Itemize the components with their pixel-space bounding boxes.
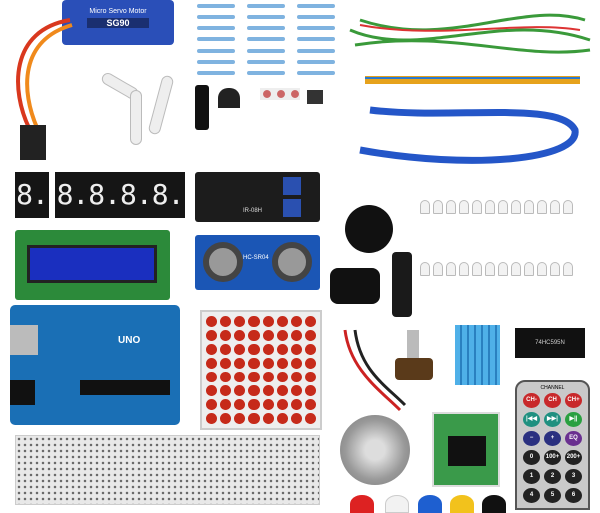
remote-button-ch-minus[interactable]: CH- — [523, 393, 540, 408]
ir-receiver — [307, 90, 323, 104]
remote-button-6[interactable]: 6 — [565, 488, 582, 503]
remote-button-100[interactable]: 100+ — [544, 450, 561, 465]
dc-plug — [392, 252, 412, 317]
button-cap-black — [482, 495, 506, 513]
remote-button-minus[interactable]: − — [523, 431, 540, 446]
potentiometer — [395, 330, 433, 390]
dht11-sensor — [455, 325, 500, 385]
remote-button-ch-plus[interactable]: CH+ — [565, 393, 582, 408]
remote-button-plus[interactable]: + — [544, 431, 561, 446]
photoresistors — [260, 88, 300, 100]
seven-segment-quad: 8.8.8.8. — [55, 172, 185, 218]
transistor — [218, 88, 240, 108]
leds — [420, 200, 585, 300]
battery-clip — [330, 268, 380, 304]
capacitor — [195, 85, 209, 130]
stepper-motor — [340, 415, 410, 485]
remote-button-5[interactable]: 5 — [544, 488, 561, 503]
remote-button-3[interactable]: 3 — [565, 469, 582, 484]
remote-button-next[interactable]: ▶▶| — [544, 412, 561, 427]
breadboard — [15, 435, 320, 505]
ir-module-label: IR-08H — [243, 208, 263, 214]
servo-brand: Micro Servo Motor — [89, 8, 147, 15]
button-cap-yellow — [450, 495, 474, 513]
servo-horns — [95, 70, 180, 145]
stepper-driver-board — [432, 412, 500, 487]
led-matrix — [200, 310, 322, 430]
servo-model: SG90 — [87, 18, 149, 28]
resistors — [197, 4, 337, 76]
remote-button-4[interactable]: 4 — [523, 488, 540, 503]
button-cap-white — [385, 495, 409, 513]
arduino-uno: UNO — [10, 305, 180, 425]
ultrasonic-sensor: HC-SR04 — [195, 235, 320, 290]
ultrasonic-label: HC-SR04 — [243, 255, 269, 261]
lcd-display — [15, 230, 170, 300]
remote-button-0[interactable]: 0 — [523, 450, 540, 465]
seven-segment-single: 8. — [15, 172, 49, 218]
ir-remote: CHANNEL CH- CH CH+ |◀◀ ▶▶| ▶|| −+ EQ 0 100+ 200… — [515, 380, 590, 510]
remote-button-2[interactable]: 2 — [544, 469, 561, 484]
remote-button-prev[interactable]: |◀◀ — [523, 412, 540, 427]
ir-sensor-module: IR-08H — [195, 172, 320, 222]
servo-connector — [20, 125, 46, 160]
button-cap-red — [350, 495, 374, 513]
remote-button-200[interactable]: 200+ — [565, 450, 582, 465]
remote-button-1[interactable]: 1 — [523, 469, 540, 484]
shift-register-chip: 74HC595N — [515, 328, 585, 358]
remote-button-eq[interactable]: EQ — [565, 431, 582, 446]
arduino-label: UNO — [118, 335, 141, 346]
button-cap-blue — [418, 495, 442, 513]
remote-title: CHANNEL — [540, 385, 565, 391]
remote-button-play[interactable]: ▶|| — [565, 412, 582, 427]
buzzer — [345, 205, 393, 253]
remote-button-ch[interactable]: CH — [544, 393, 561, 408]
